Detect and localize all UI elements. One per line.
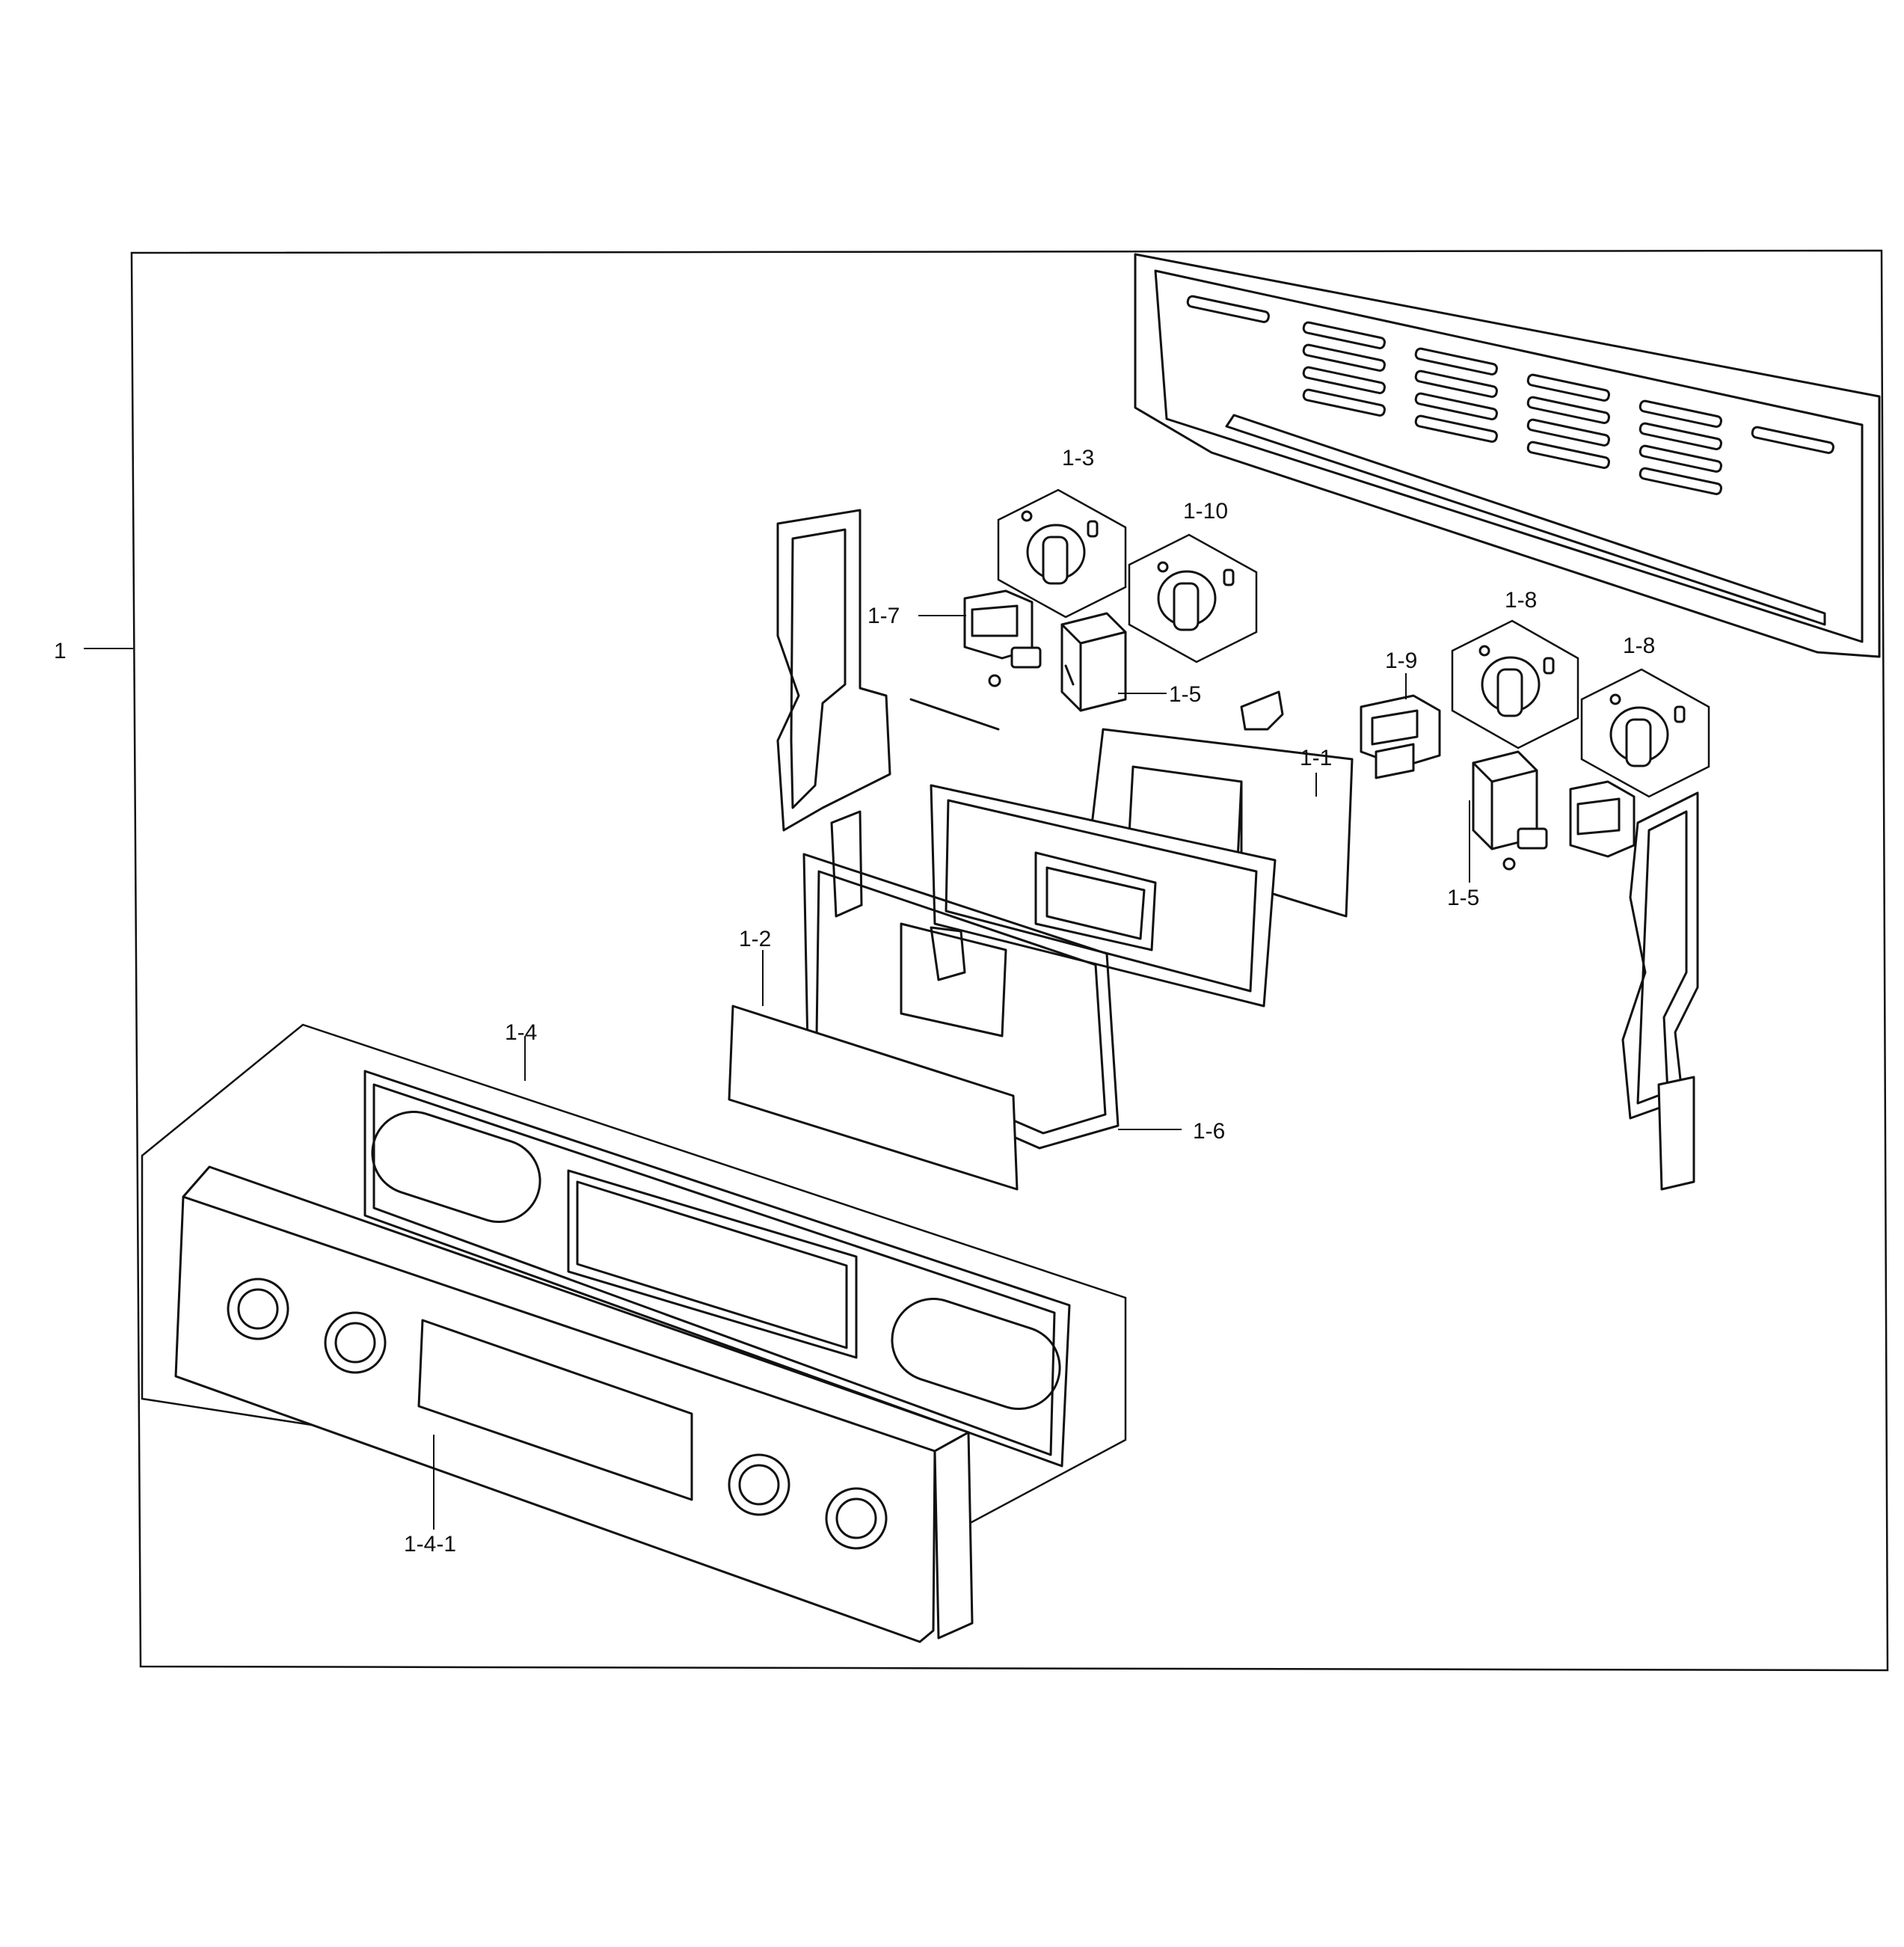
panel-box-1-4: [141, 1023, 1127, 1527]
part-1-7: [963, 589, 1042, 687]
vent-slot: [1751, 426, 1834, 454]
knob-shaft: [738, 1464, 780, 1506]
vent-slot: [1639, 467, 1722, 495]
label-1-7: 1-7: [867, 604, 900, 628]
label-1-8a: 1-8: [1505, 588, 1537, 613]
vent-slot: [1302, 388, 1386, 417]
label-1-3: 1-3: [1062, 446, 1094, 470]
vent-slot: [1302, 343, 1386, 372]
pcb-1-1: [1089, 728, 1354, 918]
switch-1-8b: [1580, 668, 1710, 798]
window-1-2: [728, 1005, 1019, 1191]
part-1-5-left: [1060, 612, 1127, 712]
part-1-5-right: [1472, 750, 1548, 871]
rod: [909, 698, 1000, 731]
vent-slot: [1526, 441, 1610, 469]
knob-hole: [825, 1487, 888, 1550]
vent-slot: [1526, 396, 1610, 424]
vent-slot: [1639, 444, 1722, 473]
knob-shaft: [237, 1288, 279, 1330]
label-1-4-1: 1-4-1: [404, 1532, 456, 1557]
clip: [1240, 690, 1284, 731]
label-1-8b: 1-8: [1623, 634, 1655, 658]
label-1-4: 1-4: [505, 1020, 537, 1045]
label-1-10: 1-10: [1183, 499, 1228, 524]
vent-slot: [1414, 347, 1498, 375]
left-side-bracket: [776, 509, 891, 918]
vent-slot: [1526, 373, 1610, 402]
knob-hole: [227, 1278, 289, 1340]
right-connector: [1569, 780, 1636, 858]
switch-1-3: [997, 488, 1127, 619]
knob-hole: [728, 1453, 790, 1516]
vent-slot: [1302, 321, 1386, 349]
display-board: [930, 784, 1277, 1008]
label-1-9: 1-9: [1385, 649, 1417, 673]
knob-shaft: [835, 1497, 877, 1539]
label-1-5a: 1-5: [1169, 682, 1201, 707]
part-1-9: [1360, 694, 1441, 779]
vent-slot: [1639, 422, 1722, 450]
assembly-frame: [130, 249, 1889, 1672]
right-side-bracket: [1621, 791, 1699, 1191]
frame-1-6: [802, 853, 1120, 1150]
label-1-5b: 1-5: [1447, 886, 1479, 910]
vent-slot: [1526, 418, 1610, 447]
vent-slot: [1414, 370, 1498, 398]
vent-slot: [1414, 414, 1498, 443]
front-fascia: [174, 1165, 974, 1643]
switch-1-10: [1128, 533, 1258, 663]
knob-shaft: [334, 1322, 376, 1364]
vent-slot: [1186, 295, 1270, 323]
label-1-6: 1-6: [1193, 1119, 1225, 1144]
rear-panel: [1134, 253, 1881, 658]
vent-slot: [1414, 392, 1498, 420]
inner-panel-frame: [363, 1070, 1071, 1468]
vent-slot: [1639, 399, 1722, 428]
label-1-1: 1-1: [1300, 746, 1332, 770]
vent-slot: [1302, 366, 1386, 394]
label-1-2: 1-2: [739, 927, 771, 951]
label-1: 1: [54, 639, 67, 663]
knob-hole: [324, 1311, 387, 1374]
switch-1-8a: [1451, 619, 1579, 749]
